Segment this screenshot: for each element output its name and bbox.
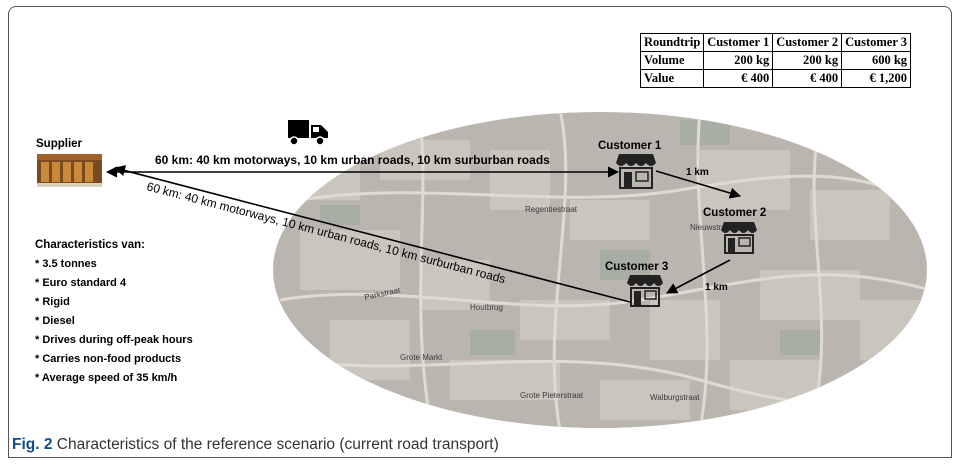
route-customer1-customer2 (655, 170, 742, 199)
table-row: Volume 200 kg 200 kg 600 kg (639, 51, 912, 70)
table-cell: € 400 (703, 69, 774, 88)
list-item: * 3.5 tonnes (35, 258, 97, 270)
table-cell: Value (639, 69, 705, 88)
route-customer2-customer3 (666, 259, 731, 294)
list-item: * Average speed of 35 km/h (35, 372, 178, 384)
city-map (273, 112, 927, 428)
supplier-warehouse-image (37, 154, 102, 187)
store-icon (721, 222, 757, 254)
truck-icon (288, 120, 328, 146)
customer2-label: Customer 2 (703, 207, 766, 219)
store-icon (616, 154, 656, 189)
street-label: Regentiestraat (525, 205, 578, 214)
customer3-label: Customer 3 (605, 261, 668, 273)
caption-text: Characteristics of the reference scenari… (52, 436, 499, 453)
street-label: Nieuwstraat (690, 223, 733, 232)
figure-number: Fig. 2 (12, 436, 53, 453)
table-header-row: Roundtrip Customer 1 Customer 2 Customer… (639, 33, 912, 52)
figure-frame (8, 6, 952, 458)
table-cell: € 1,200 (841, 69, 912, 88)
route-top-label: 60 km: 40 km motorways, 10 km urban road… (155, 153, 550, 167)
list-item: * Diesel (35, 315, 75, 327)
table-cell: Volume (639, 51, 705, 70)
table-cell: 200 kg (772, 51, 843, 70)
list-item: * Drives during off-peak hours (35, 334, 193, 346)
street-label: Grote Markt (400, 353, 443, 362)
table-header-cell: Customer 2 (772, 33, 843, 52)
distance-label-23: 1 km (705, 282, 728, 293)
list-item: * Carries non-food products (35, 353, 182, 365)
table-row: Value € 400 € 400 € 1,200 (639, 69, 912, 88)
list-item: * Rigid (35, 296, 70, 308)
street-label: Walburgstraat (650, 393, 700, 402)
list-item: * Euro standard 4 (35, 277, 127, 289)
street-label: Grote Pieterstraat (520, 391, 584, 400)
street-label: Houtbrug (470, 303, 503, 312)
van-characteristics: Characteristics van: * 3.5 tonnes * Euro… (35, 236, 193, 388)
table-cell: € 400 (772, 69, 843, 88)
route-customer3-supplier (113, 165, 631, 303)
table-cell: 200 kg (703, 51, 774, 70)
roundtrip-table: Roundtrip Customer 1 Customer 2 Customer… (639, 33, 912, 88)
customer1-label: Customer 1 (598, 140, 662, 152)
table-header-cell: Customer 1 (703, 33, 774, 52)
table-header-cell: Customer 3 (841, 33, 912, 52)
figure-caption: Fig. 2 Characteristics of the reference … (12, 436, 499, 454)
table-header-cell: Roundtrip (639, 33, 705, 52)
supplier-label: Supplier (36, 138, 83, 150)
table-cell: 600 kg (841, 51, 912, 70)
characteristics-title: Characteristics van: (35, 239, 145, 251)
distance-label-12: 1 km (686, 167, 709, 178)
store-icon (627, 275, 663, 307)
